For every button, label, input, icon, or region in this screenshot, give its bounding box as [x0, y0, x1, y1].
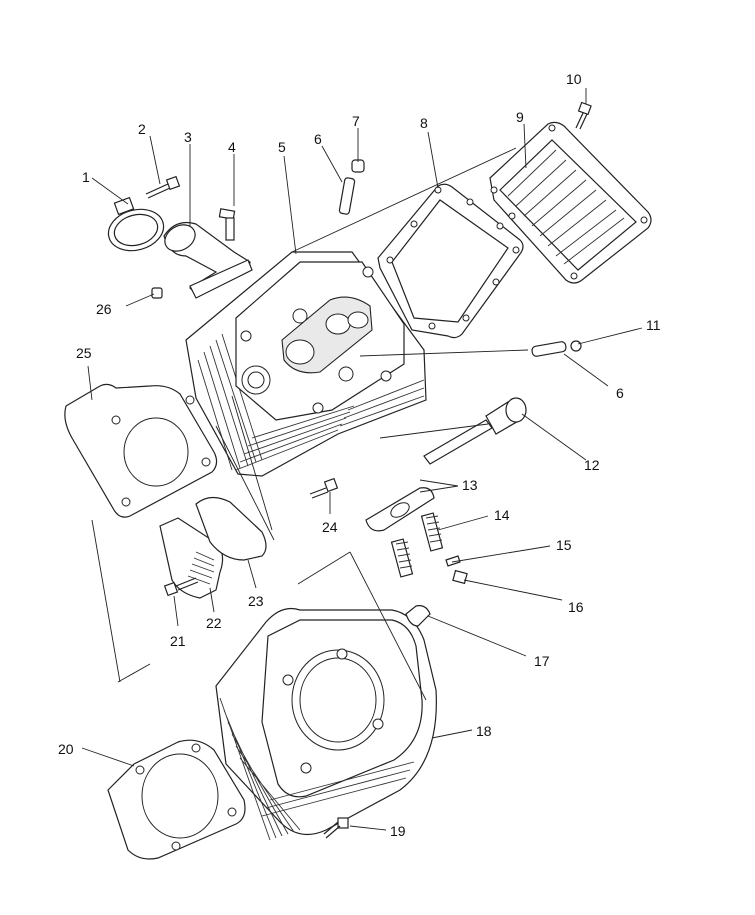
side-cover-22	[159, 517, 224, 599]
plug-26	[151, 287, 163, 299]
callout-10: 10	[566, 71, 582, 87]
callout-1: 1	[82, 169, 90, 185]
callout-22: 22	[206, 615, 222, 631]
callout-14: 14	[494, 507, 510, 523]
callout-26: 26	[96, 301, 112, 317]
gasket-13	[365, 487, 435, 532]
callout-8: 8	[420, 115, 428, 131]
bolt-19	[323, 817, 349, 839]
manifold-bolt-4	[218, 208, 236, 241]
callout-24: 24	[322, 519, 338, 535]
callout-16: 16	[568, 599, 584, 615]
cylinder-head-5	[185, 251, 427, 477]
dowel-pin-6-right	[531, 341, 567, 357]
screw-24	[309, 477, 339, 499]
callout-6-top: 6	[314, 131, 322, 147]
spring-14	[420, 512, 444, 552]
callout-labels: 1 2 3 4 5 6 7 8 9 10 11 6 12 13 14 15 16…	[58, 71, 661, 839]
callout-11: 11	[646, 317, 661, 333]
dowel-pin-6-top	[338, 177, 356, 215]
hose-clamp-1	[107, 196, 165, 252]
callout-25: 25	[76, 345, 92, 361]
nut-11	[570, 340, 582, 352]
cover-bolt-10	[575, 101, 592, 130]
callout-4: 4	[228, 139, 236, 155]
callout-21: 21	[170, 633, 186, 649]
callout-19: 19	[390, 823, 406, 839]
callout-2: 2	[138, 121, 146, 137]
gasket-23	[195, 496, 267, 561]
callout-15: 15	[556, 537, 572, 553]
callout-9: 9	[516, 109, 524, 125]
callout-6-right: 6	[616, 385, 624, 401]
callout-23: 23	[248, 593, 264, 609]
valve-cover-gasket-8	[377, 183, 524, 339]
bolt-21	[163, 577, 199, 597]
callout-12: 12	[584, 457, 600, 473]
spring-14b	[390, 538, 414, 578]
callout-20: 20	[58, 741, 74, 757]
callout-18: 18	[476, 723, 492, 739]
retainer-15	[445, 555, 461, 567]
valve-cover-9	[489, 121, 652, 284]
callout-17: 17	[534, 653, 550, 669]
nut-16	[452, 569, 468, 585]
callout-7: 7	[352, 113, 360, 129]
callout-13: 13	[462, 477, 478, 493]
intake-manifold-3	[163, 221, 253, 299]
leader-lines	[81, 88, 643, 831]
head-gasket-25	[64, 383, 218, 518]
callout-5: 5	[278, 139, 286, 155]
clamp-screw-2	[145, 175, 181, 199]
cylinder-block-18	[215, 607, 437, 841]
base-gasket-20	[107, 739, 246, 860]
long-bolt-12	[423, 397, 527, 465]
callout-3: 3	[184, 129, 192, 145]
dowel-17	[405, 605, 431, 627]
